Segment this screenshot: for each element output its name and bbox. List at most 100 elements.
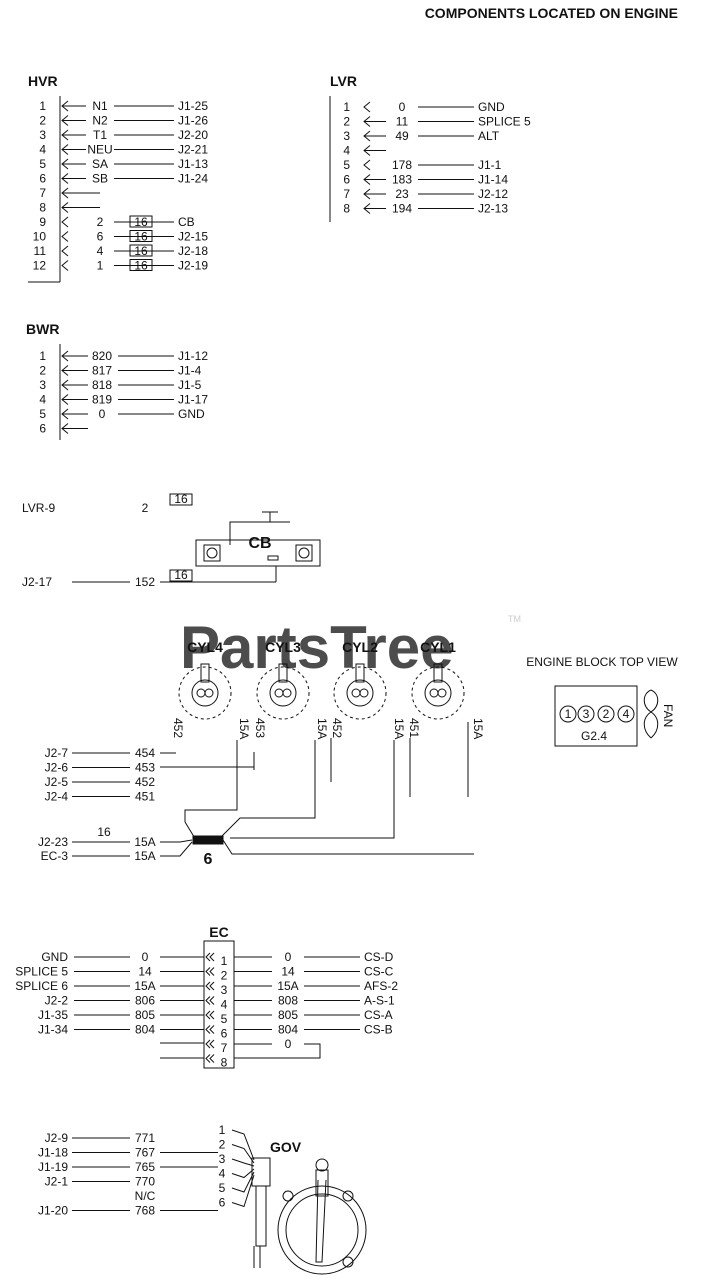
ec-right-wire-label: 14: [281, 965, 295, 979]
harness-source: J2-6: [45, 761, 69, 775]
ec-right-dest: CS-D: [364, 950, 394, 964]
lvr-pin-number: 7: [343, 187, 350, 201]
ec-pin-chevron: [209, 1039, 215, 1049]
hvr-wire-label: 6: [97, 230, 104, 244]
lvr-dest-label: SPLICE 5: [478, 115, 531, 129]
hvr-dest-label: J2-15: [178, 230, 208, 244]
gov-mount-bolt: [282, 1190, 294, 1202]
spark-plug-wire-lead: [278, 663, 288, 683]
lvr-wire-label: 11: [396, 115, 409, 129]
spark-plug-terminal: [429, 688, 439, 698]
lvr-dest-label: GND: [478, 100, 505, 114]
gov-heading: GOV: [270, 1139, 302, 1155]
gov-pin-number: 4: [219, 1167, 226, 1181]
bwr-dest-label: J1-12: [178, 349, 208, 363]
cylinder-15a-wire: [230, 740, 395, 839]
ec-right-dest: A-S-1: [364, 994, 395, 1008]
gov-wire-label: 768: [135, 1204, 155, 1218]
hvr-gauge-label: 16: [134, 215, 148, 229]
bwr-wire-label: 818: [92, 378, 112, 392]
hvr-dest-label: J2-21: [178, 143, 208, 157]
harness-wire-label: 453: [135, 761, 155, 775]
harness-wire-label: 452: [135, 775, 155, 789]
ec-right-dest: CS-B: [364, 1023, 393, 1037]
engine-cylinder-circle: [617, 705, 635, 723]
fan-blade-icon: [643, 689, 659, 739]
ec-left-dest: SPLICE 6: [15, 979, 68, 993]
lvr-wire-label: 49: [395, 129, 409, 143]
hvr-wire-label: T1: [93, 128, 107, 142]
hvr-pin-chevron: [61, 231, 69, 242]
hvr-pin-number: 9: [39, 215, 46, 229]
hvr-dest-label: J2-19: [178, 259, 208, 273]
bwr-pin-number: 2: [39, 364, 46, 378]
splice-label: 6: [204, 851, 213, 868]
ec-pin-number: 3: [221, 983, 228, 997]
ec-pin-chevron: [205, 952, 211, 962]
lvr-pin-number: 1: [343, 100, 350, 114]
lvr-pin-number: 2: [343, 115, 350, 129]
gov-source: J2-9: [45, 1131, 69, 1145]
gov-source: J2-1: [45, 1175, 69, 1189]
harness-source: J2-5: [45, 775, 69, 789]
bwr-pin-number: 6: [39, 422, 46, 436]
harness-wire-label: 454: [135, 746, 155, 760]
hvr-pin-chevron: [61, 260, 69, 271]
bwr-heading: BWR: [26, 321, 59, 337]
lvr-pin-number: 4: [343, 144, 350, 158]
vertical-wire-label: 15A: [392, 718, 406, 739]
splice-wire: [160, 841, 193, 857]
hvr-pin-number: 1: [39, 99, 46, 113]
gov-source: J1-18: [38, 1146, 68, 1160]
gov-wire-label: N/C: [135, 1189, 156, 1203]
cb-reset-button: [267, 555, 279, 561]
splice-wire-label: 15A: [134, 849, 155, 863]
bwr-dest-label: J1-5: [178, 378, 202, 392]
splice-block: [192, 835, 224, 845]
bwr-pin-number: 4: [39, 393, 46, 407]
spark-plug-hex: [191, 679, 219, 707]
lvr-pin-number: 5: [343, 158, 350, 172]
ec-left-wire-label: 804: [135, 1023, 155, 1037]
ec-left-wire-label: 805: [135, 1008, 155, 1022]
spark-plug-boot: [178, 666, 232, 720]
cb-input-wire: 2: [142, 501, 149, 515]
splice-source: J2-23: [38, 835, 68, 849]
gov-source: J1-19: [38, 1160, 68, 1174]
watermark-tm: TM: [508, 614, 521, 624]
splice-gauge-label: 16: [97, 825, 111, 839]
hvr-pin-number: 5: [39, 157, 46, 171]
vertical-wire-label: 15A: [471, 718, 485, 739]
gov-actuator-body: [255, 1185, 267, 1247]
spark-plug-hex: [269, 679, 297, 707]
hvr-gauge-label: 16: [134, 230, 148, 244]
cb-output-wire-label: 152: [135, 575, 155, 589]
hvr-wire-label: 1: [97, 259, 104, 273]
ec-pin-number: 4: [221, 998, 228, 1012]
lvr-wire-label: 0: [399, 100, 406, 114]
cylinder-label: CYL4: [187, 639, 223, 655]
spark-plug-terminal: [351, 688, 361, 698]
gov-pin-number: 2: [219, 1138, 226, 1152]
hvr-pin-number: 4: [39, 143, 46, 157]
ec-connector-body: [203, 940, 235, 1069]
gov-throttle-bore: [285, 1193, 359, 1267]
lvr-pin-number: 6: [343, 173, 350, 187]
engine-cylinder-circle: [597, 705, 615, 723]
ec-heading: EC: [209, 924, 228, 940]
hvr-gauge-box: [129, 230, 153, 242]
cb-input-source: LVR-9: [22, 501, 55, 515]
ec-right-wire-label: 0: [285, 950, 292, 964]
ec-left-dest: J2-2: [45, 994, 69, 1008]
hvr-gauge-box: [129, 215, 153, 228]
ec-pin-number: 5: [221, 1012, 228, 1026]
ec-pin-chevron: [205, 1039, 211, 1049]
ec-right-dest: CS-C: [364, 965, 394, 979]
hvr-pin-number: 11: [34, 244, 47, 258]
bwr-wire-label: 0: [99, 407, 106, 421]
hvr-pin-number: 3: [39, 128, 46, 142]
vertical-wire-label: 15A: [237, 718, 251, 739]
bwr-wire-label: 817: [92, 364, 112, 378]
